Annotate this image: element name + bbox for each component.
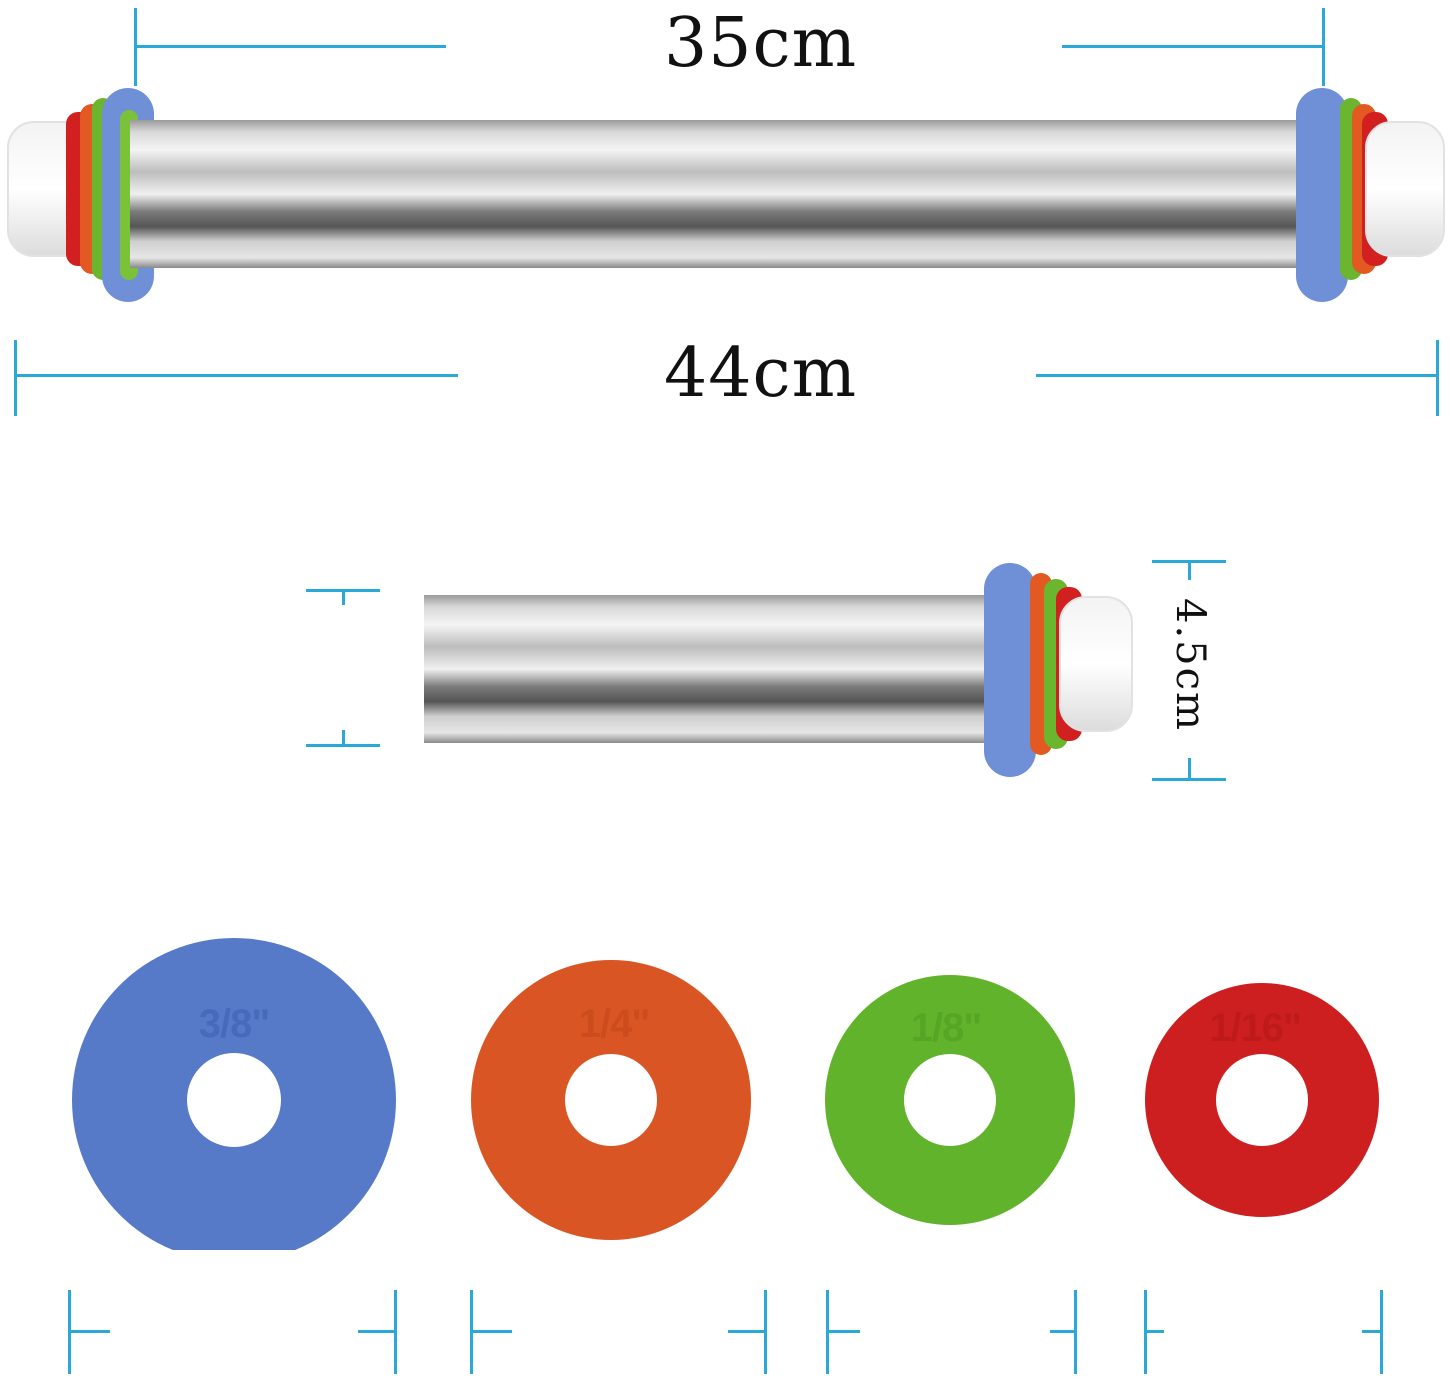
measure-tick xyxy=(14,340,17,416)
measure-tick xyxy=(1152,778,1226,781)
measure-tick xyxy=(470,1330,512,1333)
ring-1-16 xyxy=(1145,983,1379,1217)
measure-tick xyxy=(1322,8,1325,86)
measure-tick xyxy=(342,730,345,746)
measure-tick xyxy=(1436,340,1439,416)
ring-3-8 xyxy=(72,938,396,1250)
measure-tick xyxy=(1050,1330,1076,1333)
measure-tick xyxy=(1380,1290,1383,1374)
rings-row xyxy=(72,938,1379,1250)
rolling-pin-full xyxy=(7,88,1445,302)
measure-line xyxy=(1062,45,1324,48)
measure-tick xyxy=(394,1290,397,1374)
measure-tick xyxy=(1144,1330,1164,1333)
total-length-label: 44cm xyxy=(664,334,858,413)
measure-line xyxy=(14,374,458,377)
ring-label-1-16: 1/16" xyxy=(1209,1006,1302,1050)
measure-line xyxy=(1036,374,1438,377)
ring-label-3-8: 3/8" xyxy=(198,1002,271,1046)
ring-label-1-8: 1/8" xyxy=(910,1006,983,1050)
inner-length-label: 35cm xyxy=(664,4,858,83)
measure-tick xyxy=(358,1330,396,1333)
measure-tick xyxy=(342,589,345,605)
measure-tick xyxy=(1362,1330,1382,1333)
ring-1-4 xyxy=(471,960,751,1240)
measure-tick xyxy=(1074,1290,1077,1374)
measure-line xyxy=(134,45,446,48)
measure-tick xyxy=(728,1330,766,1333)
measure-tick xyxy=(764,1290,767,1374)
measure-tick xyxy=(1188,758,1191,778)
ring-1-8 xyxy=(825,975,1075,1225)
measure-tick xyxy=(826,1330,860,1333)
diameter-label: 4.5cm xyxy=(1167,598,1213,732)
measure-tick xyxy=(68,1330,110,1333)
measure-tick xyxy=(1188,560,1191,580)
ring-label-1-4: 1/4" xyxy=(578,1002,651,1046)
rolling-pin-section xyxy=(424,563,1133,777)
